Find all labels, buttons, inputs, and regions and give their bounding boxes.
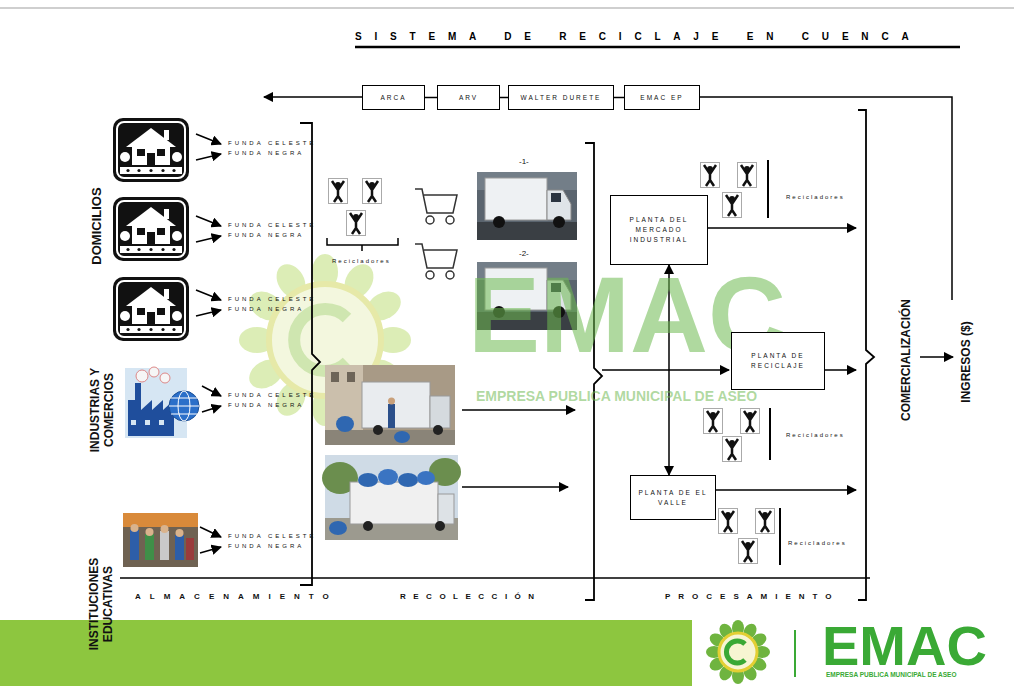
bag-label: FUNDA CELESTE [228,222,316,229]
worker-label: Recicladores [786,194,845,201]
box-label: ARV [459,93,478,103]
callout-number: -1- [519,157,529,167]
bag-label: FUNDA NEGRA [228,543,304,550]
brace [327,238,398,251]
bracket [300,123,320,585]
group-label: INDUSTRIAS Y COMERCIOS [87,353,115,468]
logo-subtitle: EMPRESA PUBLICA MUNICIPAL DE ASEO [826,671,957,679]
watermark: EMPRESA PUBLICA MUNICIPAL DE ASEO [476,388,757,405]
cart-icon [415,189,457,279]
group-label: INSTITUCIONES EDUCATIVAS [87,529,115,679]
box-label: PLANTA DE EL VALLE [636,488,710,508]
flow-arrow [264,97,953,490]
industry-icon [125,367,199,438]
plant-box: PLANTA DE EL VALLE [630,475,716,520]
worker-label: Recicladores [786,432,845,439]
worker-label: Recicladores [332,258,391,265]
stage-label: INGRESOS ($) [959,307,973,417]
stage-label: PROCESAMIENTO [665,592,840,602]
source-arrow [196,134,221,553]
plant-box: PLANTA DEL MERCADO INDUSTRIAL [610,195,708,265]
bag-label: FUNDA CELESTE [228,533,316,540]
bag-label: FUNDA CELESTE [228,392,316,399]
logo-text: EMAC [822,618,987,674]
plant-box: PLANTA DE RECICLAJE [731,332,825,390]
worker-label: Recicladores [788,540,847,547]
box-label: WALTER DURETE [521,93,602,103]
box-label: EMAC EP [640,93,683,103]
house-icon [113,118,189,341]
diagram-title: SISTEMA DE RECICLAJE EN CUENCA [355,31,921,42]
organization-box: EMAC EP [624,85,700,110]
box-label: PLANTA DE RECICLAJE [737,351,819,371]
title-underline [355,46,960,49]
organization-box: ARV [437,85,500,110]
bag-label: FUNDA NEGRA [228,150,304,157]
stage-label: COMERCIALIZACIÓN [899,275,913,445]
bracket [858,110,874,600]
logo-divider [794,630,796,677]
collection-photo [325,365,455,445]
bag-label: FUNDA CELESTE [228,140,316,147]
collection-photo [322,455,461,540]
top-rule [0,7,1014,9]
stage-label: RECOLECCIÓN [400,592,542,602]
stage-label: ALMACENAMIENTO [135,592,338,602]
bag-label: FUNDA NEGRA [228,402,304,409]
bag-label: FUNDA NEGRA [228,232,304,239]
box-label: ARCA [380,93,406,103]
bag-label: FUNDA CELESTE [228,296,316,303]
baseline [120,577,870,579]
box-label: PLANTA DEL MERCADO INDUSTRIAL [616,215,702,245]
group-label: DOMICILIOS [90,161,104,291]
connector [500,97,508,99]
connector [614,97,624,99]
school-photo [123,513,198,567]
bag-label: FUNDA NEGRA [228,306,304,313]
footer-logo [706,620,770,684]
organization-box: ARCA [362,85,425,110]
organization-box: WALTER DURETE [508,85,614,110]
connector [425,97,437,99]
